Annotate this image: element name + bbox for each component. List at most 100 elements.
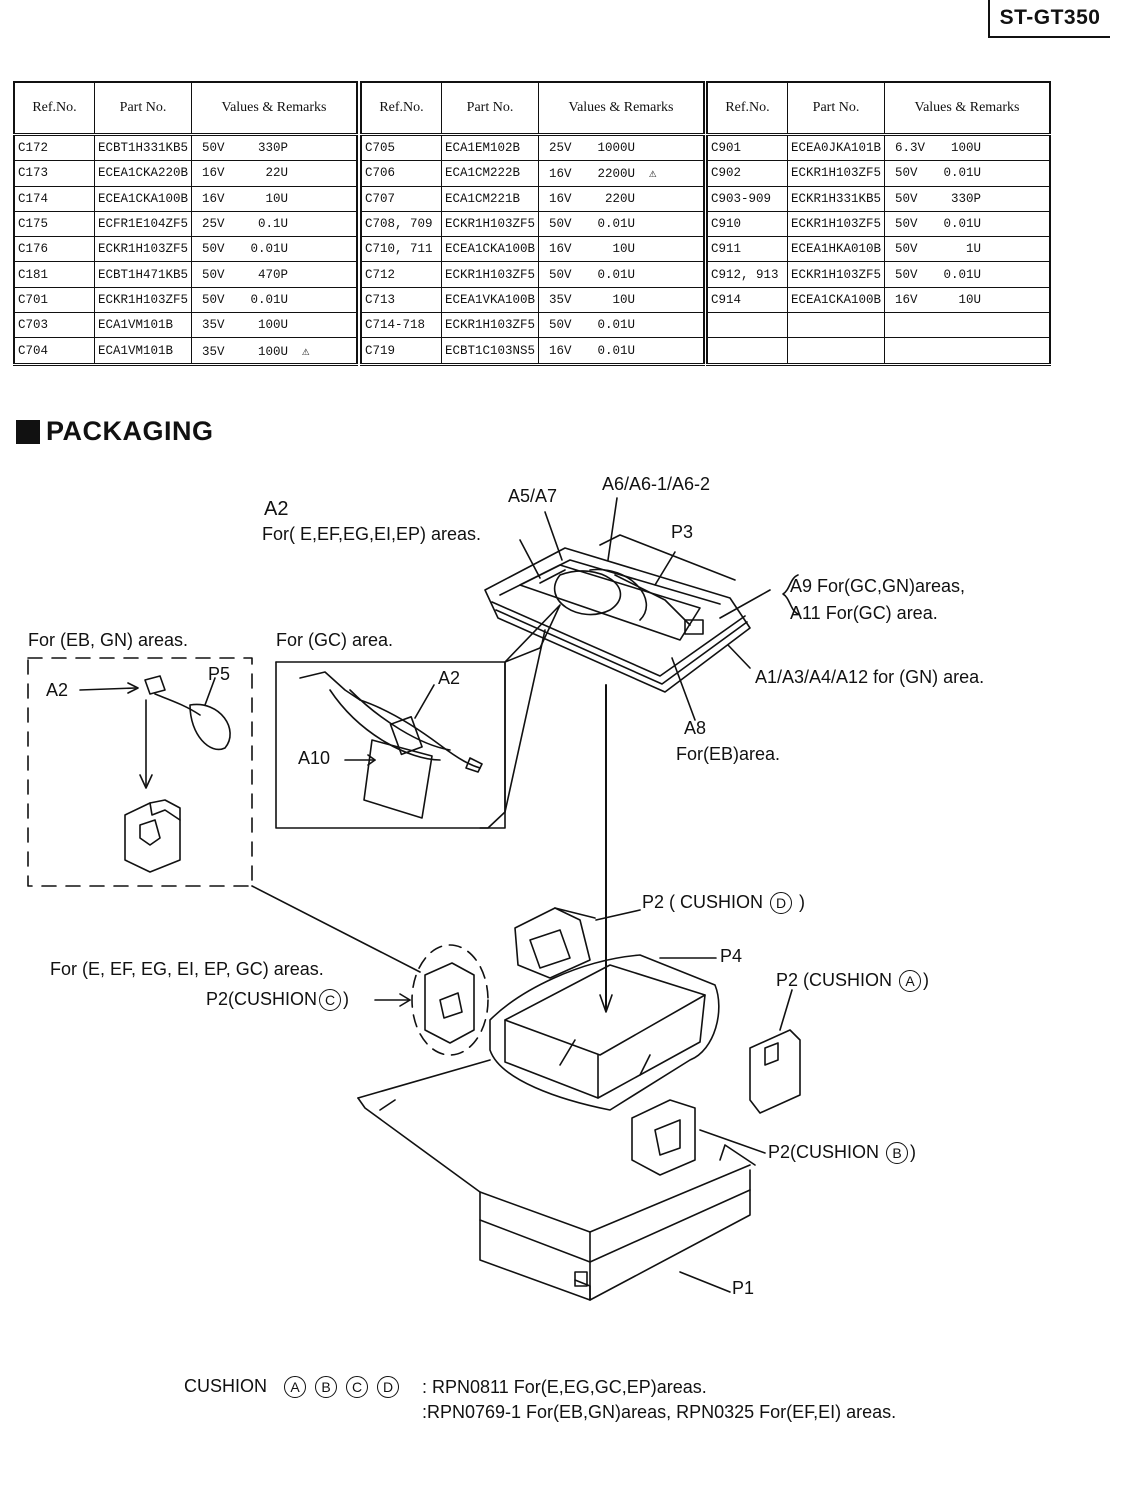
- voltage-value: 50V: [202, 292, 225, 307]
- ref-no-cell: C173: [13, 160, 95, 187]
- values-cell: 50V 0.01U: [538, 312, 705, 339]
- values-cell: [884, 337, 1051, 365]
- power-cord-eb: [79, 675, 231, 789]
- label-p4: P4: [720, 946, 743, 966]
- leader-a2: [519, 539, 541, 579]
- ref-no-cell: C176: [13, 236, 95, 263]
- voltage-value: 16V: [549, 343, 572, 358]
- voltage-value: 50V: [549, 318, 572, 333]
- capacitance-value: 0.01U: [597, 318, 636, 333]
- voltage-value: 16V: [202, 166, 225, 181]
- legend-letter-c: C: [346, 1376, 369, 1399]
- label-a8-area: For(EB)area.: [676, 744, 781, 764]
- capacitance-value: 330P: [258, 141, 289, 156]
- safety-warning-icon: ⚠: [302, 344, 310, 359]
- label-p3: P3: [671, 522, 694, 542]
- part-no-cell: ECBT1H471KB5: [93, 261, 193, 288]
- leader-a8: [671, 657, 696, 721]
- label-a8: A8: [684, 718, 707, 738]
- voltage-value: 25V: [202, 217, 225, 232]
- capacitance-value: 10U: [265, 191, 289, 206]
- safety-warning-icon: ⚠: [649, 167, 657, 182]
- label-a9: A9 For(GC,GN)areas,: [790, 576, 966, 596]
- label-gc: For (GC) area.: [276, 630, 394, 650]
- capacitance-value: 0.1U: [258, 217, 289, 232]
- part-no-cell: ECKR1H103ZF5: [786, 210, 886, 238]
- power-cord-gc: [299, 671, 483, 819]
- capacitance-value: 1U: [966, 242, 982, 257]
- ref-no-cell: C704: [13, 337, 95, 365]
- label-a2-gc: A2: [438, 668, 461, 688]
- capacitance-value: 0.01U: [943, 166, 982, 181]
- voltage-value: 50V: [895, 267, 918, 282]
- ref-no-cell: C706: [360, 160, 442, 187]
- label-a1: A1/A3/A4/A12 for (GN) area.: [755, 667, 985, 687]
- part-no-cell: ECA1CM222B: [440, 160, 540, 187]
- voltage-value: 16V: [895, 292, 918, 307]
- section-title: PACKAGING: [16, 416, 214, 447]
- part-no-cell: ECKR1H103ZF5: [440, 261, 540, 288]
- main-unit-bagged: [489, 954, 720, 1111]
- table-header: Values & Remarks: [884, 81, 1051, 135]
- values-cell: [884, 312, 1051, 339]
- label-a11: A11 For(GC) area.: [790, 603, 938, 623]
- values-cell: 25V 0.1U: [191, 210, 358, 238]
- part-no-cell: ECBT1C103NS5: [440, 337, 540, 365]
- label-p2a: P2 (CUSHION A): [776, 970, 929, 993]
- part-no-cell: ECFR1E104ZF5: [93, 210, 193, 238]
- leader-p1: [679, 1271, 731, 1293]
- section-bullet-icon: [16, 419, 40, 444]
- table-header: Part No.: [440, 81, 540, 135]
- table-row: [706, 337, 1051, 365]
- capacitance-value: 100U: [951, 141, 982, 156]
- label-p2d: P2 ( CUSHION D ): [642, 892, 805, 915]
- part-no-cell: ECA1CM221B: [440, 185, 540, 212]
- cushion-legend-line-1: : RPN0811 For(E,EG,GC,EP)areas.: [422, 1377, 707, 1397]
- part-no-cell: ECKR1H103ZF5: [93, 286, 193, 314]
- label-a2-left: A2: [46, 680, 69, 700]
- leader-a5: [544, 511, 563, 561]
- part-no-cell: ECA1VM101B: [93, 312, 193, 339]
- voltage-value: 50V: [895, 217, 918, 232]
- capacitance-value: 100U: [258, 318, 289, 333]
- part-no-cell: ECKR1H103ZF5: [786, 160, 886, 187]
- part-no-cell: ECA1VM101B: [93, 337, 193, 365]
- voltage-value: 16V: [549, 191, 572, 206]
- part-no-cell: [786, 337, 886, 365]
- cushion-letter-c: C: [319, 989, 342, 1012]
- label-p1: P1: [732, 1278, 755, 1298]
- cushion-letter-b: B: [886, 1142, 909, 1165]
- part-no-cell: ECKR1H331KB5: [786, 185, 886, 212]
- table-header: Values & Remarks: [191, 81, 358, 135]
- cushion-legend: CUSHION A B C D: [184, 1376, 401, 1399]
- voltage-value: 50V: [549, 267, 572, 282]
- table-header: Ref.No.: [13, 81, 95, 135]
- gc-callout-box: [275, 604, 561, 829]
- legend-letter-b: B: [315, 1376, 338, 1399]
- capacitance-value: 100U: [258, 344, 289, 359]
- ref-no-cell: C175: [13, 210, 95, 238]
- capacitance-value: 0.01U: [597, 267, 636, 282]
- capacitance-value: 2200U: [597, 167, 636, 182]
- capacitance-value: 470P: [258, 267, 289, 282]
- cushion-c: [424, 962, 475, 1044]
- leader-a6: [607, 497, 618, 561]
- voltage-value: 50V: [895, 242, 918, 257]
- voltage-value: 50V: [549, 217, 572, 232]
